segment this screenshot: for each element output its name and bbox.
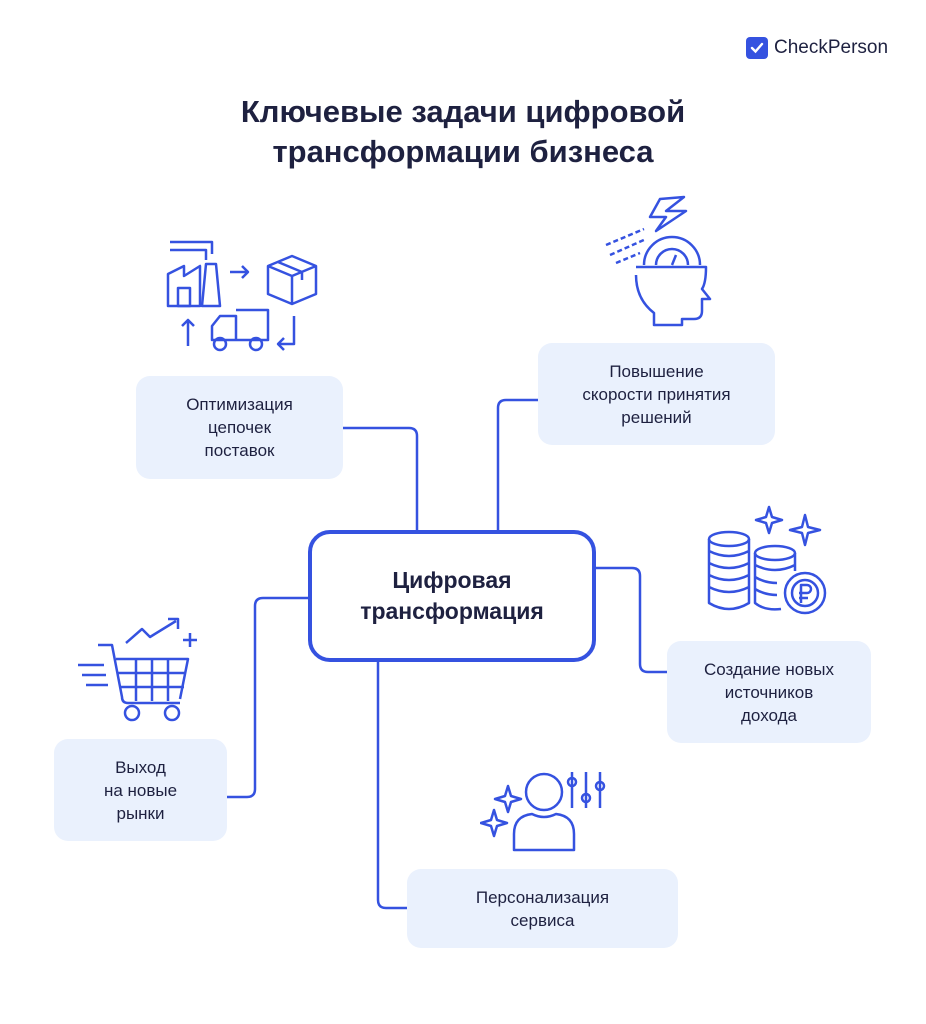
- connector-income: [596, 566, 667, 674]
- node-label: источников: [724, 682, 814, 702]
- node-supply-chain: Оптимизация цепочек поставок: [136, 376, 343, 479]
- node-new-income: Создание новых источников дохода: [667, 641, 871, 743]
- node-label: Оптимизация: [186, 395, 293, 414]
- node-label: скорости принятия: [582, 384, 731, 404]
- center-label-1: Цифровая: [392, 567, 512, 593]
- connector-speed: [496, 398, 538, 530]
- shopping-cart-growth-icon: [78, 617, 197, 722]
- title-line-1: Ключевые задачи цифровой: [240, 94, 686, 129]
- brand-name: CheckPerson: [774, 37, 889, 58]
- node-label: Персонализация: [475, 887, 610, 907]
- node-label: решений: [621, 407, 692, 427]
- node-label: дохода: [741, 705, 797, 725]
- center-label-2: трансформация: [360, 598, 544, 624]
- user-settings-icon: [480, 772, 606, 852]
- node-label: поставок: [204, 441, 275, 460]
- fast-thinking-head-icon: [605, 195, 712, 327]
- brand-logo: CheckPerson: [746, 37, 888, 59]
- check-icon: [746, 37, 768, 59]
- node-label: рынки: [116, 803, 165, 823]
- node-decision-speed: Повышение скорости принятия решений: [538, 343, 775, 445]
- connector-personal: [376, 662, 407, 910]
- node-new-markets: Выход на новые рынки: [54, 739, 227, 841]
- title-line-2: трансформации бизнеса: [272, 134, 654, 169]
- center-node: Цифровая трансформация: [308, 530, 596, 662]
- connector-supply: [343, 426, 419, 530]
- node-personalization: Персонализация сервиса: [407, 869, 678, 948]
- node-label: Повышение: [609, 361, 704, 381]
- supply-chain-icon: [166, 240, 318, 352]
- node-label: Создание новых: [704, 659, 834, 679]
- node-label: на новые: [103, 780, 178, 800]
- node-label: Выход: [115, 757, 166, 777]
- coins-ruble-icon: [707, 505, 827, 615]
- node-label: цепочек: [207, 418, 272, 437]
- page-title: Ключевые задачи цифровой трансформации б…: [0, 92, 926, 172]
- connector-markets: [227, 596, 308, 799]
- node-label: сервиса: [510, 910, 575, 930]
